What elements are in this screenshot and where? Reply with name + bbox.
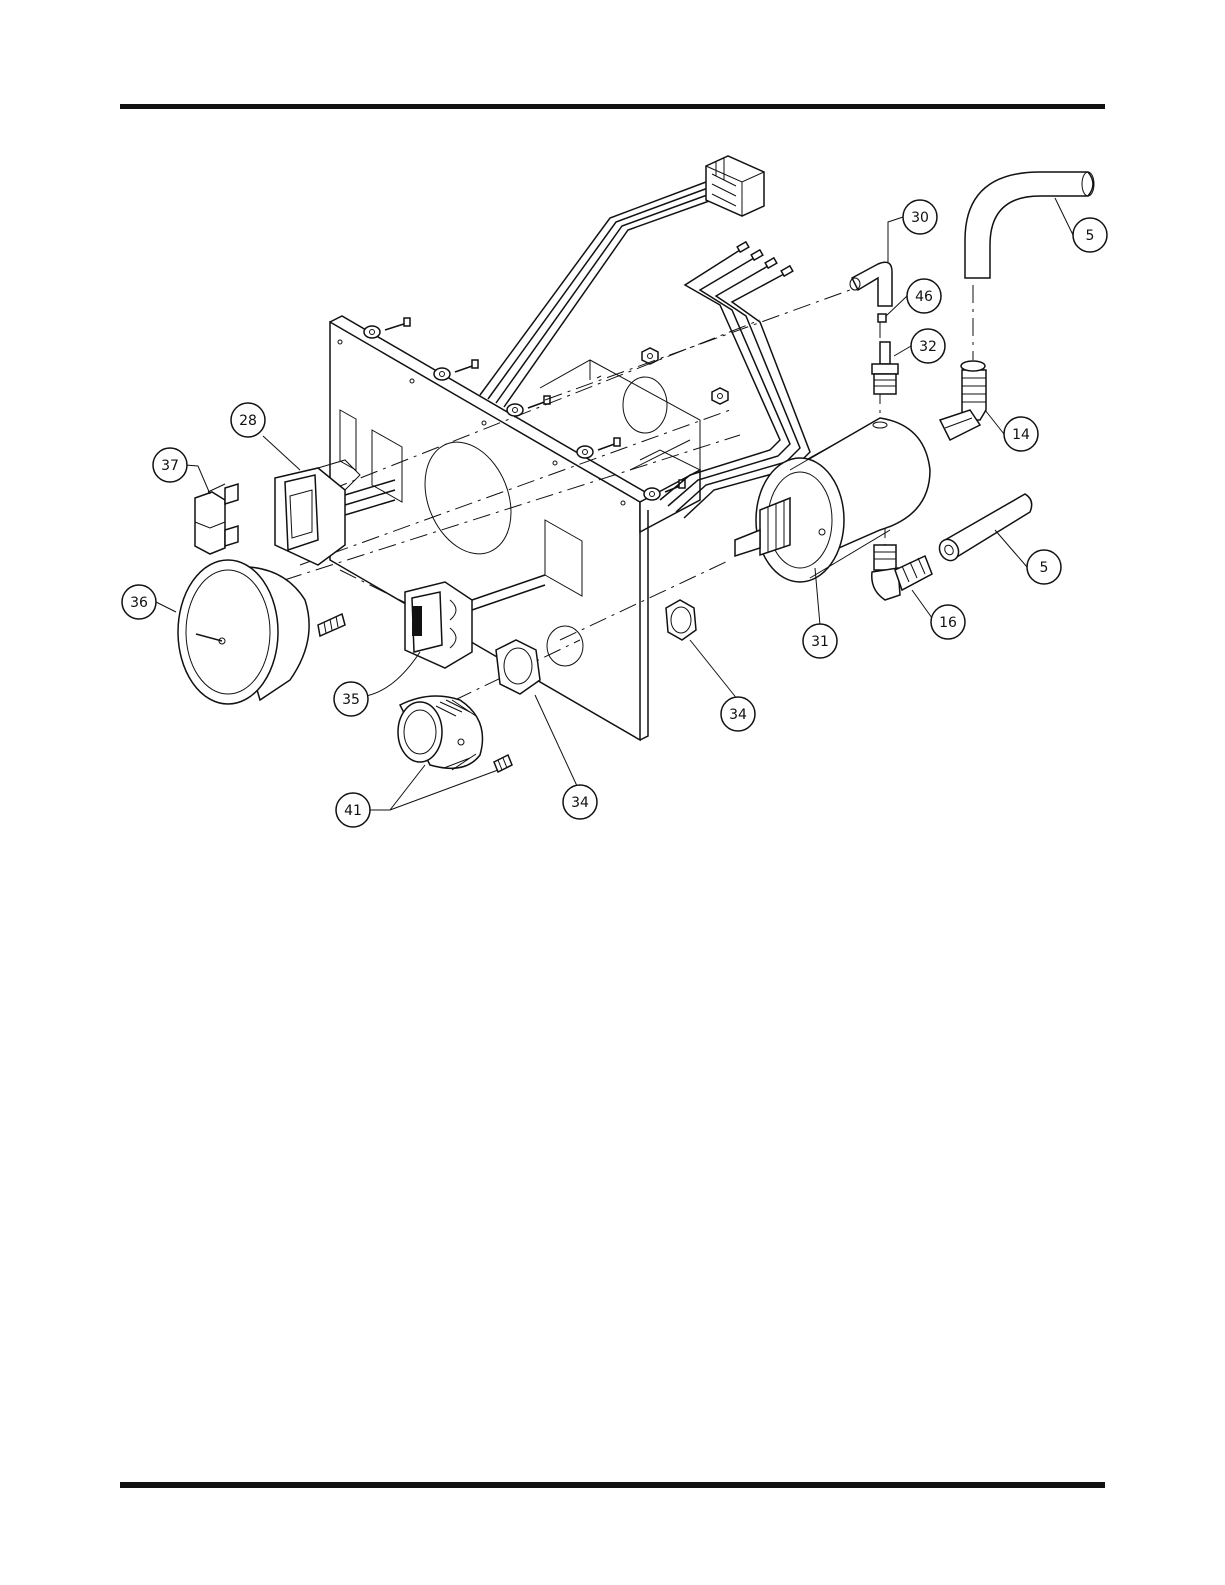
- part-5-curved-hose: [965, 172, 1094, 278]
- svg-text:28: 28: [239, 413, 257, 429]
- part-46-orifice: [878, 314, 886, 322]
- svg-text:35: 35: [342, 692, 360, 708]
- part-36-gauge: [178, 560, 345, 704]
- svg-text:30: 30: [911, 210, 929, 226]
- svg-text:34: 34: [729, 707, 747, 723]
- callout-37: 37: [153, 448, 187, 482]
- callout-35: 35: [334, 682, 368, 716]
- svg-text:5: 5: [1086, 228, 1095, 244]
- callout-46: 46: [907, 279, 941, 313]
- washer-screw-1: [364, 318, 410, 338]
- hex-nut-2: [712, 388, 728, 404]
- callout-16: 16: [931, 605, 965, 639]
- callout-5-bottom: 5: [1027, 550, 1061, 584]
- inner-bracket: [540, 360, 700, 470]
- wire-terminals: [737, 242, 793, 276]
- svg-text:41: 41: [344, 803, 362, 819]
- svg-text:46: 46: [915, 289, 933, 305]
- callout-34-left: 34: [563, 785, 597, 819]
- svg-text:14: 14: [1012, 427, 1030, 443]
- wire-connector: [706, 156, 764, 216]
- part-30-elbow-tube: [850, 262, 892, 306]
- svg-text:16: 16: [939, 615, 957, 631]
- washer-screw-3: [507, 396, 550, 416]
- svg-text:36: 36: [130, 595, 148, 611]
- callout-5-top: 5: [1073, 218, 1107, 252]
- svg-text:37: 37: [161, 458, 179, 474]
- part-37-small-switch: [195, 484, 238, 554]
- part-41-knob: [398, 696, 483, 770]
- part-16-elbow-barb: [872, 545, 932, 600]
- washer-screw-4: [577, 438, 620, 458]
- part-31-valve-body: [735, 418, 930, 582]
- part-34-hex-nut-right: [666, 600, 696, 640]
- callout-34-right: 34: [721, 697, 755, 731]
- svg-text:32: 32: [919, 339, 937, 355]
- svg-text:31: 31: [811, 634, 829, 650]
- part-14-elbow-barb: [940, 361, 986, 440]
- wire-harness: [480, 156, 764, 407]
- part-5-straight-hose: [936, 494, 1032, 564]
- callout-41: 41: [336, 793, 370, 827]
- callout-14: 14: [1004, 417, 1038, 451]
- svg-text:5: 5: [1040, 560, 1049, 576]
- callout-31: 31: [803, 624, 837, 658]
- svg-text:34: 34: [571, 795, 589, 811]
- callout-30: 30: [903, 200, 937, 234]
- part-41-set-screw: [494, 755, 512, 772]
- washer-screw-2: [434, 360, 478, 380]
- callout-28: 28: [231, 403, 265, 437]
- part-34-hex-nut-left: [496, 640, 540, 694]
- callout-32: 32: [911, 329, 945, 363]
- callout-36: 36: [122, 585, 156, 619]
- part-32-barb-fitting: [872, 342, 898, 394]
